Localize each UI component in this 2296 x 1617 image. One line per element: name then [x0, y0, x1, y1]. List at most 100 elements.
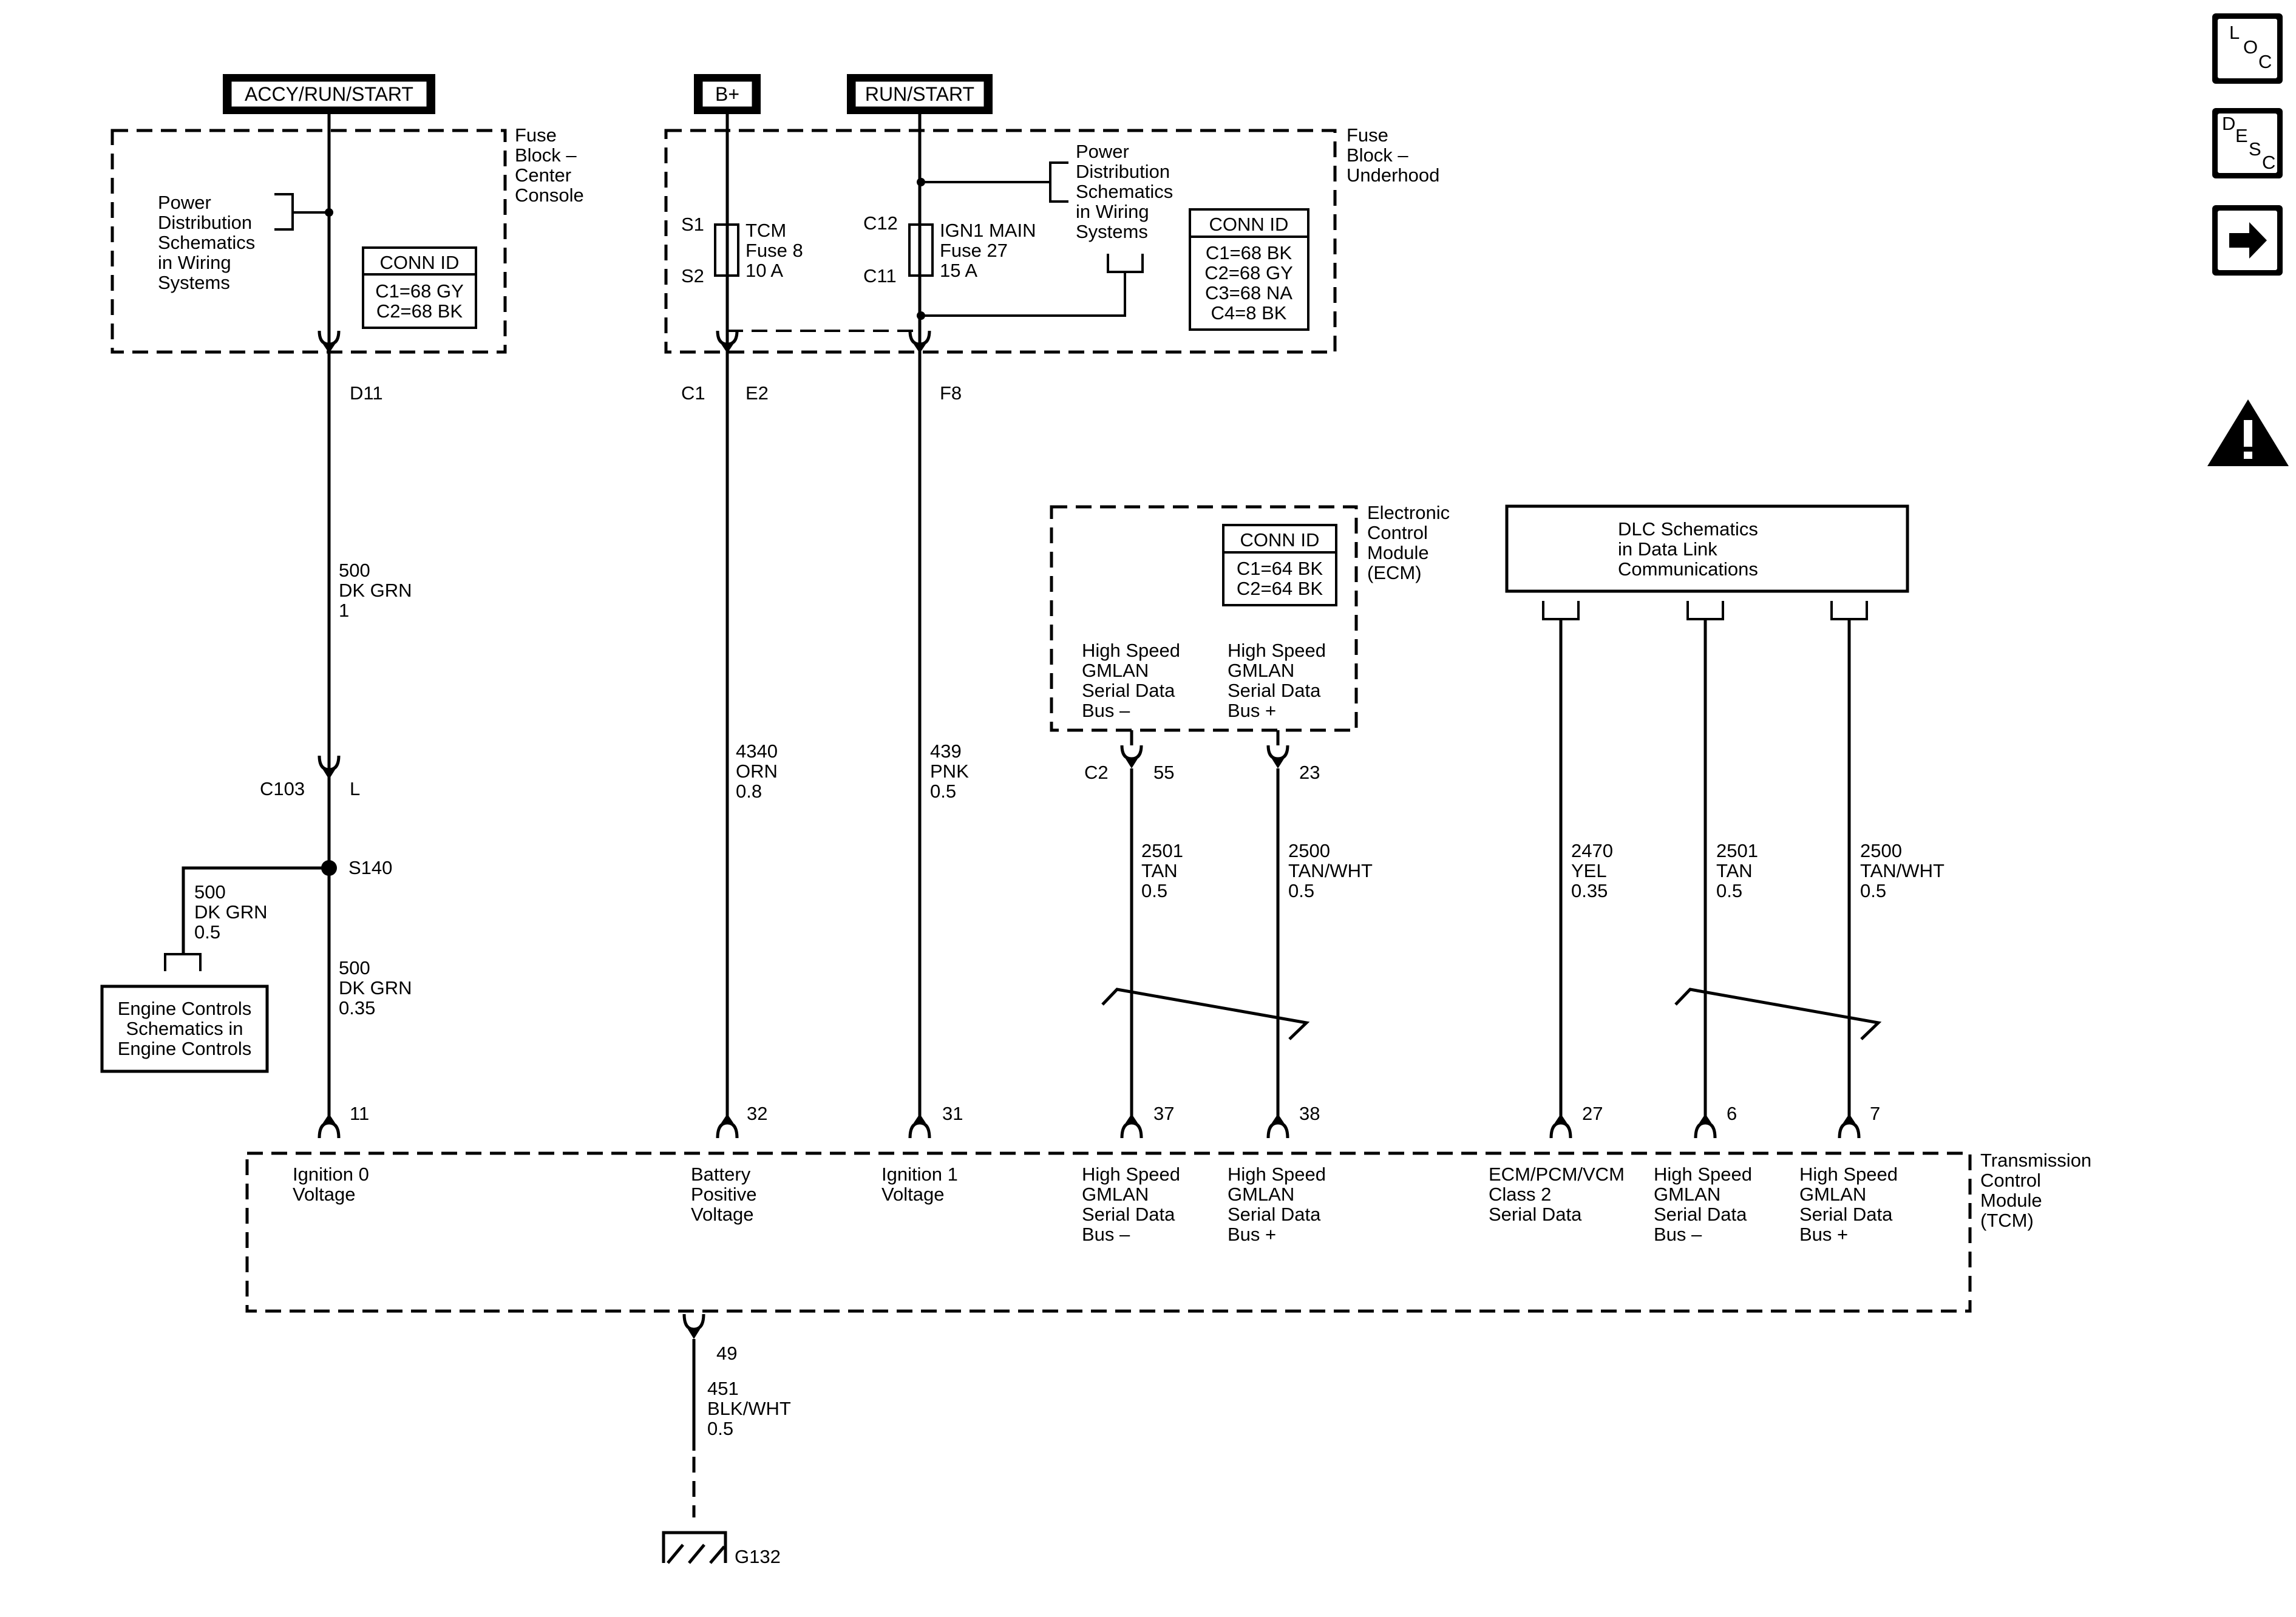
svg-text:C4=8 BK: C4=8 BK	[1211, 302, 1287, 324]
svg-text:Bus +: Bus +	[1228, 700, 1276, 721]
arrow-right-icon[interactable]	[2212, 205, 2283, 276]
svg-text:2501: 2501	[1716, 840, 1758, 861]
svg-text:31: 31	[942, 1103, 963, 1124]
desc-icon[interactable]: D E S C	[2212, 108, 2283, 178]
dlc-wire-brackets	[1542, 601, 1868, 620]
tcm-connector-cups	[318, 1114, 1861, 1139]
svg-text:C11: C11	[863, 265, 897, 286]
svg-text:High Speed: High Speed	[1082, 640, 1180, 661]
warning-icon[interactable]	[2207, 399, 2289, 466]
svg-text:L: L	[2229, 22, 2240, 43]
ecm-label: Electronic Control Module (ECM)	[1367, 502, 1450, 583]
svg-text:S2: S2	[681, 265, 704, 286]
svg-text:High Speed: High Speed	[1228, 640, 1326, 661]
ecm-outline	[1050, 505, 1358, 732]
svg-text:Fuse 8: Fuse 8	[746, 240, 803, 261]
svg-text:Engine Controls: Engine Controls	[118, 1038, 252, 1059]
underhood-power-distribution-ref: Power Distribution Schematics in Wiring …	[917, 141, 1173, 320]
loc-icon[interactable]: L O C	[2212, 13, 2283, 84]
svg-text:Block –: Block –	[515, 144, 577, 166]
svg-text:0.8: 0.8	[736, 781, 762, 802]
connector-cups-fuse-blocks	[318, 330, 931, 353]
svg-text:C1=64 BK: C1=64 BK	[1237, 558, 1323, 579]
svg-text:C: C	[2258, 51, 2272, 72]
svg-text:Positive: Positive	[691, 1184, 757, 1205]
wire-label-2500-a: 2500 TAN/WHT 0.5	[1288, 840, 1373, 901]
svg-text:4340: 4340	[736, 741, 778, 762]
svg-text:Distribution: Distribution	[158, 212, 252, 233]
tcm-outline	[245, 1151, 1972, 1313]
twisted-pair-marker-ecm	[1101, 988, 1310, 1040]
splice-s140-label: S140	[348, 857, 392, 878]
svg-text:37: 37	[1153, 1103, 1174, 1124]
svg-text:0.5: 0.5	[1288, 880, 1314, 901]
svg-text:Voltage: Voltage	[293, 1184, 355, 1205]
svg-text:GMLAN: GMLAN	[1228, 660, 1294, 681]
svg-text:Fuse 27: Fuse 27	[940, 240, 1008, 261]
tcm-pin-numbers: 11 32 31 37 38 27 6 7	[350, 1103, 1880, 1124]
svg-text:0.5: 0.5	[194, 921, 220, 943]
svg-text:C2=64 BK: C2=64 BK	[1237, 578, 1323, 599]
svg-text:Module: Module	[1980, 1190, 2042, 1211]
svg-text:7: 7	[1870, 1103, 1880, 1124]
svg-text:C1=68 BK: C1=68 BK	[1206, 242, 1292, 263]
svg-text:439: 439	[930, 741, 962, 762]
svg-text:Serial Data: Serial Data	[1082, 1204, 1175, 1225]
svg-text:Serial Data: Serial Data	[1228, 680, 1321, 701]
svg-text:DK GRN: DK GRN	[339, 580, 412, 601]
svg-text:(ECM): (ECM)	[1367, 562, 1422, 583]
svg-text:0.35: 0.35	[339, 997, 375, 1019]
svg-text:CONN ID: CONN ID	[1209, 214, 1289, 235]
tcm-hs-gmlan-bus-minus: High Speed GMLAN Serial Data Bus –	[1082, 1164, 1180, 1245]
svg-text:49: 49	[716, 1343, 737, 1364]
svg-text:Voltage: Voltage	[691, 1204, 753, 1225]
wire-label-500-035: 500 DK GRN 0.35	[339, 957, 412, 1019]
svg-text:in Wiring: in Wiring	[1076, 201, 1149, 222]
svg-text:Underhood: Underhood	[1347, 164, 1439, 186]
power-source-accy: ACCY/RUN/START	[223, 74, 435, 114]
accy-run-start-label: ACCY/RUN/START	[245, 83, 413, 105]
ign1-main-fuse-27: C12 C11 IGN1 MAIN Fuse 27 15 A	[863, 212, 1036, 286]
svg-text:15 A: 15 A	[940, 260, 977, 281]
svg-text:GMLAN: GMLAN	[1654, 1184, 1720, 1205]
svg-text:Electronic: Electronic	[1367, 502, 1450, 523]
tcm-battery-positive-voltage: Battery Positive Voltage	[691, 1164, 757, 1225]
ecm-connector-c2: C2	[1084, 762, 1109, 783]
svg-text:Serial Data: Serial Data	[1654, 1204, 1747, 1225]
svg-text:Block –: Block –	[1347, 144, 1408, 166]
svg-text:2500: 2500	[1288, 840, 1330, 861]
svg-text:C1=68 GY: C1=68 GY	[375, 280, 464, 302]
svg-text:Serial Data: Serial Data	[1228, 1204, 1321, 1225]
svg-text:Bus –: Bus –	[1654, 1224, 1702, 1245]
svg-text:TCM: TCM	[746, 220, 786, 241]
wire-label-2470: 2470 YEL 0.35	[1571, 840, 1613, 901]
svg-text:0.5: 0.5	[930, 781, 956, 802]
svg-text:Engine Controls: Engine Controls	[118, 998, 252, 1019]
tcm-class2-serial-data: ECM/PCM/VCM Class 2 Serial Data	[1489, 1164, 1625, 1225]
svg-text:Class 2: Class 2	[1489, 1184, 1551, 1205]
svg-text:DLC Schematics: DLC Schematics	[1618, 518, 1758, 540]
tcm-ignition0-voltage: Ignition 0 Voltage	[293, 1164, 369, 1205]
connector-c1: C1	[681, 382, 705, 404]
ecm-connector-cups	[1120, 730, 1289, 768]
underhood-conn-id-box: CONN ID C1=68 BK C2=68 GY C3=68 NA C4=8 …	[1189, 208, 1309, 331]
svg-text:Battery: Battery	[691, 1164, 751, 1185]
tcm-ignition1-voltage: Ignition 1 Voltage	[881, 1164, 958, 1205]
power-source-bplus: B+	[694, 74, 761, 114]
svg-text:Serial Data: Serial Data	[1799, 1204, 1893, 1225]
connector-c103: C103 L	[260, 755, 360, 799]
svg-text:CONN ID: CONN ID	[380, 252, 460, 273]
svg-text:in Wiring: in Wiring	[158, 252, 231, 273]
svg-text:High Speed: High Speed	[1654, 1164, 1752, 1185]
svg-text:CONN ID: CONN ID	[1240, 529, 1320, 551]
svg-text:32: 32	[747, 1103, 767, 1124]
wire-label-4340: 4340 ORN 0.8	[736, 741, 778, 802]
svg-text:O: O	[2243, 36, 2258, 58]
svg-text:Bus +: Bus +	[1799, 1224, 1848, 1245]
svg-text:YEL: YEL	[1571, 860, 1607, 881]
wire-label-500-1: 500 DK GRN 1	[339, 560, 412, 621]
svg-text:GMLAN: GMLAN	[1082, 660, 1149, 681]
svg-text:451: 451	[707, 1378, 739, 1399]
svg-text:2501: 2501	[1141, 840, 1183, 861]
connector-f8: F8	[940, 382, 962, 404]
